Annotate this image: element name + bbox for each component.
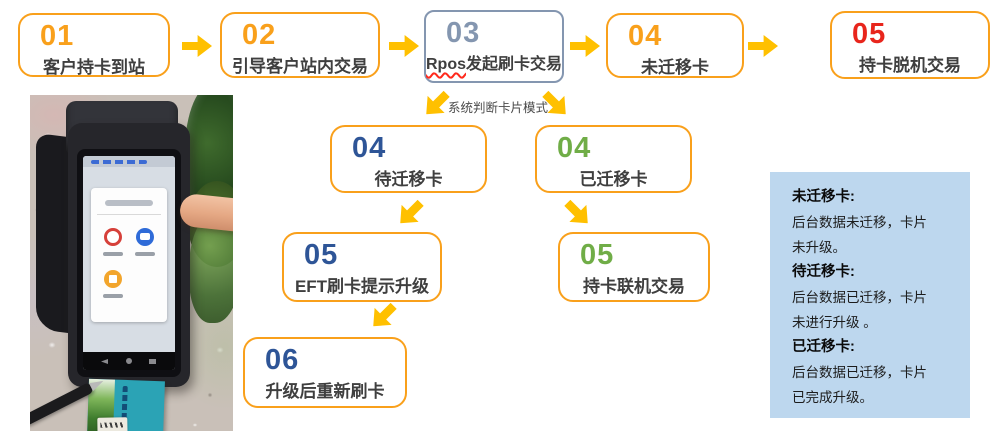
- legend-desc: 后台数据已迁移，卡片 未进行升级 。: [792, 290, 927, 330]
- plant-leaves-icon: [189, 213, 233, 323]
- legend-desc: 后台数据已迁移，卡片 已完成升级。: [792, 365, 927, 405]
- right-arrow-icon: [182, 35, 212, 57]
- fuel-card-icon: [104, 228, 122, 246]
- legend-term: 待迁移卡:: [792, 264, 855, 280]
- step-label: EFT刷卡提示升级: [294, 277, 430, 296]
- flow-step-02: 02 引导客户站内交易: [220, 12, 380, 78]
- step-number: 05: [852, 18, 887, 50]
- legend-panel: 未迁移卡: 后台数据未迁移，卡片 未升级。 待迁移卡: 后台数据已迁移，卡片 未…: [770, 172, 970, 418]
- flow-step-06-reswipe: 06 升级后重新刷卡: [243, 337, 407, 408]
- nav-back-icon: [101, 359, 108, 364]
- handwriting-placeholder: [100, 422, 125, 428]
- step-number: 04: [557, 132, 592, 164]
- pos-screen: [83, 156, 175, 370]
- step-number: 03: [446, 17, 481, 49]
- bank-card-icon: [136, 228, 154, 246]
- down-right-arrow-icon: [559, 194, 596, 231]
- inserted-bank-card: [87, 378, 165, 431]
- step-label: 待迁移卡: [374, 170, 443, 189]
- dialog-title-placeholder: [105, 200, 153, 206]
- flow-step-05-eft-upgrade: 05 EFT刷卡提示升级: [282, 232, 442, 302]
- scan-qr-icon: [104, 270, 122, 288]
- branch-label: 系统判断卡片模式: [448, 101, 549, 115]
- step-label: 持卡联机交易: [583, 277, 685, 296]
- dialog-divider: [97, 214, 161, 215]
- step-label: 已迁移卡: [579, 170, 648, 189]
- legend-term: 已迁移卡:: [792, 339, 855, 355]
- step-label: 升级后重新刷卡: [265, 382, 385, 401]
- down-left-arrow-icon: [392, 194, 429, 231]
- step-label: 持卡脱机交易: [859, 56, 961, 75]
- pen-icon: [30, 382, 94, 428]
- flow-step-05-offline: 05 持卡脱机交易: [830, 11, 990, 79]
- step-label: 客户持卡到站: [43, 58, 145, 77]
- flow-step-05-online: 05 持卡联机交易: [558, 232, 710, 302]
- icon-label-placeholder: [103, 294, 123, 298]
- down-left-arrow-icon: [365, 297, 402, 334]
- spellcheck-word: Rpos: [426, 56, 466, 73]
- step-label: 引导客户站内交易: [232, 57, 368, 76]
- step-number: 06: [265, 344, 300, 376]
- legend-term: 未迁移卡:: [792, 189, 855, 205]
- flow-step-04-pending: 04 待迁移卡: [330, 125, 487, 193]
- flow-step-03: 03 Rpos发起刷卡交易: [424, 10, 564, 83]
- status-text-placeholder: [91, 160, 147, 164]
- step-number: 04: [352, 132, 387, 164]
- right-arrow-icon: [748, 35, 778, 57]
- card-sticker: [97, 417, 128, 431]
- flow-step-01: 01 客户持卡到站: [18, 13, 170, 77]
- pos-photo: [30, 95, 233, 431]
- step-number: 04: [628, 20, 663, 52]
- step-label: Rpos发起刷卡交易: [426, 50, 562, 74]
- icon-label-placeholder: [103, 252, 123, 256]
- step-number: 05: [580, 239, 615, 271]
- nav-recent-icon: [149, 359, 156, 364]
- step-label: 未迁移卡: [641, 58, 709, 77]
- icon-label-placeholder: [135, 252, 155, 256]
- flow-step-04-migrated: 04 已迁移卡: [535, 125, 692, 193]
- step-label-cn: 发起刷卡交易: [466, 56, 563, 73]
- payment-dialog: [91, 188, 167, 322]
- android-nav-bar: [83, 352, 175, 370]
- nav-home-icon: [126, 358, 132, 364]
- flow-step-04-not-migrated: 04 未迁移卡: [606, 13, 744, 78]
- step-number: 01: [40, 20, 75, 52]
- right-arrow-icon: [570, 35, 600, 57]
- legend-desc: 后台数据未迁移，卡片 未升级。: [792, 215, 927, 255]
- screen-status-bar: [83, 156, 175, 167]
- step-number: 05: [304, 239, 339, 271]
- right-arrow-icon: [389, 35, 419, 57]
- step-number: 02: [242, 19, 277, 51]
